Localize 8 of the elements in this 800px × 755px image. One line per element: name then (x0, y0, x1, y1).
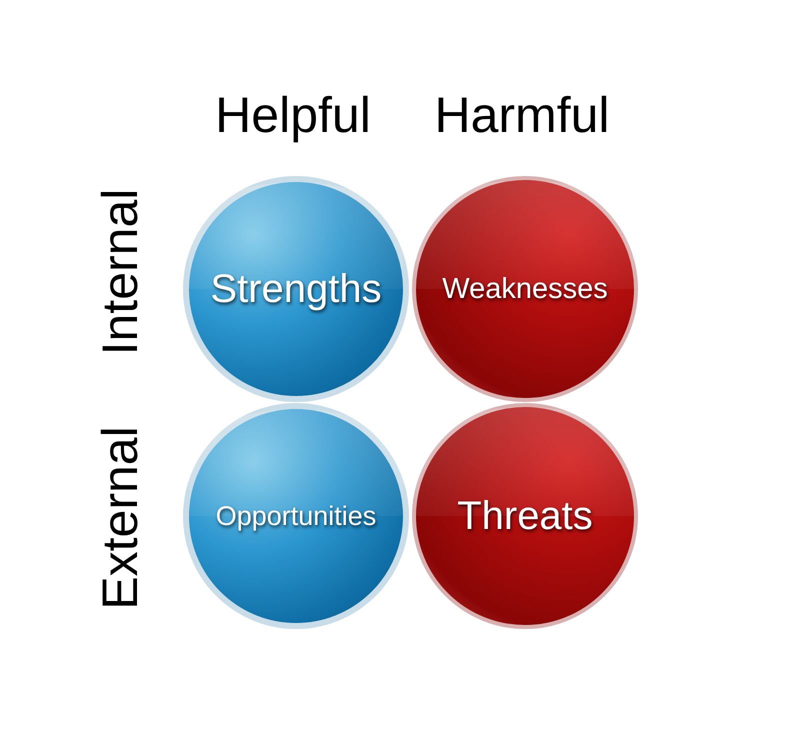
quadrant-label: Opportunities (216, 500, 376, 532)
quadrant-label: Threats (457, 494, 593, 538)
column-heading: Harmful (434, 86, 610, 144)
column-heading: Helpful (215, 86, 371, 144)
quadrant-label: Strengths (210, 266, 382, 312)
quadrant-label: Weaknesses (442, 272, 608, 306)
row-heading: External (91, 426, 149, 610)
row-heading: Internal (91, 188, 149, 356)
